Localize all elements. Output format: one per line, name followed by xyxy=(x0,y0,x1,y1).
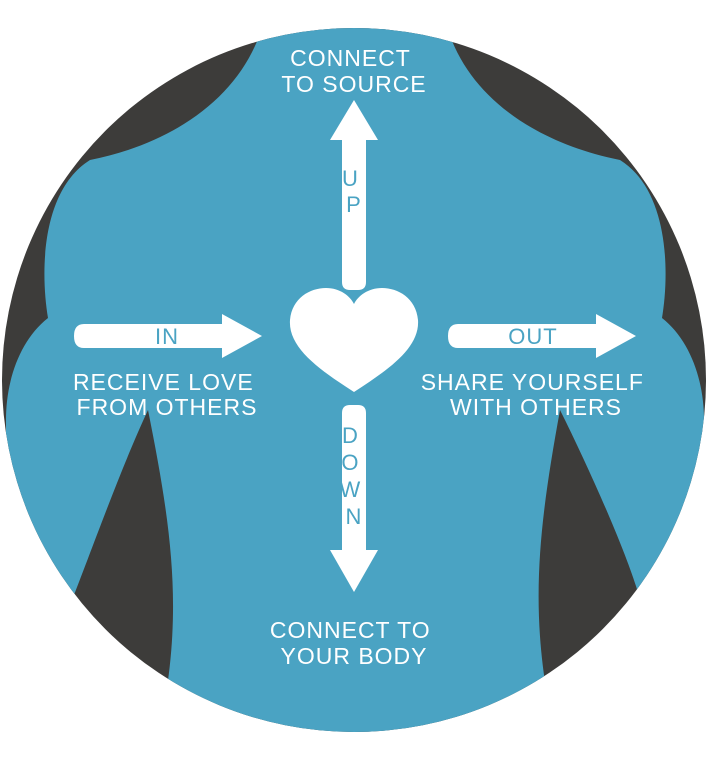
torso-silhouette xyxy=(6,28,704,732)
receive-love-label: RECEIVE LOVE FROM OTHERS xyxy=(73,369,261,420)
out-label: OUT xyxy=(508,324,557,349)
down-arrow xyxy=(330,405,378,592)
connect-to-source-label: CONNECT TO SOURCE xyxy=(281,45,426,97)
down-label: D O W N xyxy=(340,423,369,529)
connect-to-body-label: CONNECT TO YOUR BODY xyxy=(270,617,438,669)
in-arrow xyxy=(74,314,262,358)
up-arrow xyxy=(330,100,378,290)
heart-icon xyxy=(289,288,419,392)
share-yourself-label: SHARE YOURSELF WITH OTHERS xyxy=(421,369,652,420)
out-arrow xyxy=(448,314,636,358)
in-label: IN xyxy=(155,324,179,349)
up-label: U P xyxy=(342,166,366,217)
